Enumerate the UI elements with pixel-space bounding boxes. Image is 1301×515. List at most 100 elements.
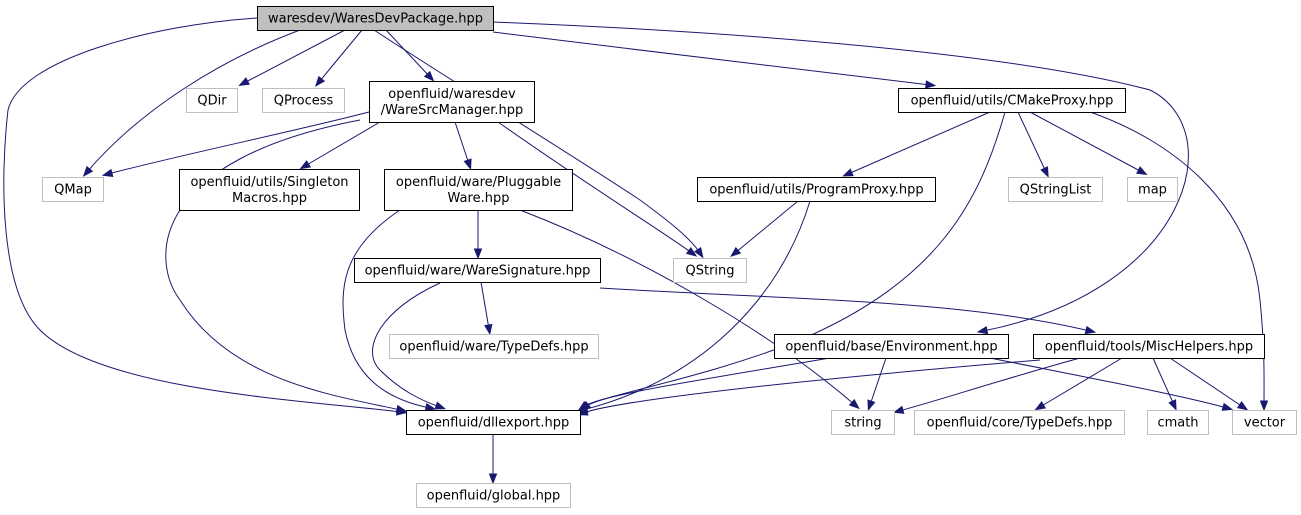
node-qprocess: QProcess <box>262 88 345 113</box>
edge-pluggableware-to-dllexport <box>342 209 437 412</box>
edge-waresrcmanager-to-pluggableware <box>454 121 472 171</box>
edge-line <box>582 357 831 408</box>
edge-cmakeproxy-to-vector <box>1089 111 1269 412</box>
node-box <box>257 6 494 31</box>
edge-programproxy-to-qstring <box>730 200 799 258</box>
edge-root-to-waresrcmanager <box>385 29 435 82</box>
edge-line <box>497 121 693 254</box>
edge-line <box>989 357 1228 409</box>
edge-arrowhead <box>685 246 698 257</box>
edge-root-to-qprocess <box>314 29 363 87</box>
node-label: QString <box>685 264 734 279</box>
edge-arrowhead <box>848 398 860 410</box>
node-cmakeproxy[interactable]: openfluid/utils/CMakeProxy.hpp <box>898 88 1126 113</box>
edge-line <box>454 121 470 165</box>
edge-line <box>599 287 1091 332</box>
node-box <box>1033 334 1265 359</box>
edge-mischelpers-to-string <box>892 357 1081 414</box>
edge-line <box>165 119 402 411</box>
node-qstringlist: QStringList <box>1008 177 1103 202</box>
edge-waresignature-to-dllexport <box>372 282 447 410</box>
edge-line <box>519 209 856 406</box>
node-label: openfluid/ware/WareSignature.hpp <box>365 264 591 279</box>
edge-line <box>1152 357 1175 406</box>
edge-waresrcmanager-to-qmap <box>101 111 370 177</box>
node-label: string <box>844 416 881 431</box>
edge-arrowhead <box>693 246 704 259</box>
edge-mischelpers-to-vector <box>1169 357 1249 411</box>
node-box <box>831 410 895 435</box>
edge-arrowhead <box>473 248 483 260</box>
node-box <box>406 410 581 435</box>
edge-root-to-qstring <box>373 29 704 259</box>
edge-arrowhead <box>842 168 854 177</box>
node-label: openfluid/core/TypeDefs.hpp <box>927 416 1113 431</box>
edge-cmakeproxy-to-programproxy <box>842 111 991 177</box>
edge-mischelpers-to-coretypedefs <box>1034 357 1123 411</box>
edge-waresrcmanager-to-dllexport <box>165 119 408 414</box>
edge-arrowhead <box>1236 400 1249 411</box>
edge-line <box>734 200 799 254</box>
edge-line <box>582 359 1041 414</box>
node-label: openfluid/waresdev <box>388 87 516 102</box>
node-box <box>384 169 573 211</box>
node-waretypedefs: openfluid/ware/TypeDefs.hpp <box>389 334 599 359</box>
edge-arrowhead <box>434 401 447 410</box>
node-label: waresdev/WaresDevPackage.hpp <box>268 12 483 27</box>
node-box <box>914 410 1125 435</box>
node-label: QProcess <box>274 94 334 109</box>
node-box <box>369 81 535 123</box>
edge-line <box>372 282 441 408</box>
edge-waresrcmanager-to-singleton <box>299 121 381 170</box>
node-waresignature[interactable]: openfluid/ware/WareSignature.hpp <box>354 258 601 283</box>
edge-arrowhead <box>1259 400 1269 412</box>
node-waresrcmanager[interactable]: openfluid/waresdev/WareSrcManager.hpp <box>369 81 535 123</box>
node-programproxy[interactable]: openfluid/utils/ProgramProxy.hpp <box>697 177 936 202</box>
edge-line <box>1029 111 1143 173</box>
node-mischelpers[interactable]: openfluid/tools/MiscHelpers.hpp <box>1033 334 1265 359</box>
node-environment[interactable]: openfluid/base/Environment.hpp <box>774 334 1009 359</box>
node-label: openfluid/utils/Singleton <box>190 175 348 190</box>
edges-layer <box>3 17 1269 485</box>
node-box <box>898 88 1126 113</box>
node-box <box>1147 410 1209 435</box>
node-label: openfluid/utils/CMakeProxy.hpp <box>911 94 1114 109</box>
edge-arrowhead <box>925 80 937 89</box>
node-label: QDir <box>197 94 227 109</box>
node-label: openfluid/utils/ProgramProxy.hpp <box>709 183 923 198</box>
edge-waresignature-to-mischelpers <box>599 287 1097 335</box>
node-coretypedefs: openfluid/core/TypeDefs.hpp <box>914 410 1125 435</box>
node-box <box>389 334 599 359</box>
edge-root-to-environment <box>492 21 1189 335</box>
node-dllexport[interactable]: openfluid/dllexport.hpp <box>406 410 581 435</box>
edge-pluggableware-to-string <box>519 209 860 410</box>
edge-line <box>86 29 301 173</box>
node-label: openfluid/dllexport.hpp <box>418 416 570 431</box>
node-global: openfluid/global.hpp <box>416 483 571 508</box>
edge-line <box>1169 357 1244 408</box>
edge-line <box>869 357 887 406</box>
edge-line <box>492 21 1189 332</box>
edge-line <box>1039 357 1123 408</box>
node-label: QMap <box>54 183 92 198</box>
node-box <box>186 88 238 113</box>
node-root[interactable]: waresdev/WaresDevPackage.hpp <box>257 6 494 31</box>
edge-mischelpers-to-cmath <box>1152 357 1177 411</box>
edge-line <box>847 111 991 175</box>
edge-arrowhead <box>1136 166 1148 176</box>
edge-arrowhead <box>299 160 312 170</box>
edge-root-to-qmap <box>82 29 301 177</box>
edge-arrowhead <box>1040 166 1049 178</box>
edge-arrowhead <box>1034 401 1047 411</box>
edge-line <box>480 281 490 330</box>
edge-arrowhead <box>424 402 437 412</box>
edge-environment-to-vector <box>989 357 1234 411</box>
edge-arrowhead <box>1221 402 1234 411</box>
edge-arrowhead <box>314 75 326 87</box>
node-box <box>42 177 104 202</box>
node-label: vector <box>1244 416 1286 431</box>
